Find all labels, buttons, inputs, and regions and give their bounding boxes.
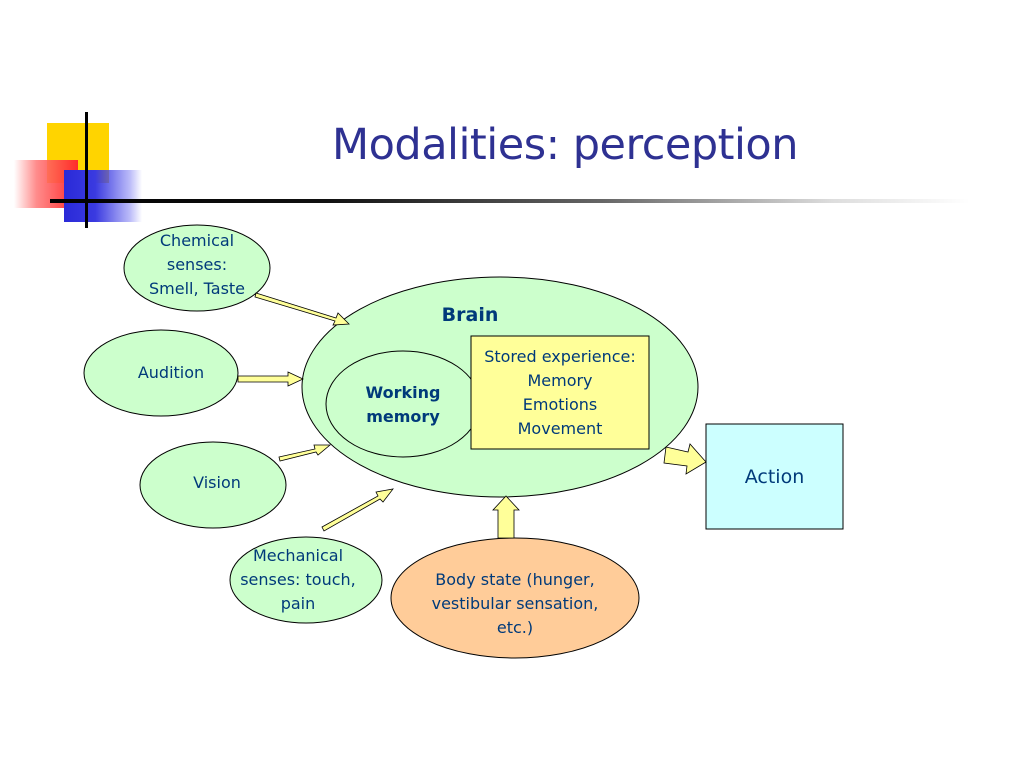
logo-blue-square xyxy=(64,170,142,222)
logo-vertical-line xyxy=(85,112,88,228)
vision-ellipse xyxy=(139,441,287,529)
arrow-body-to-brain xyxy=(492,495,520,539)
mechanical-senses-ellipse xyxy=(229,536,383,624)
arrow-mechanical-to-brain xyxy=(321,488,394,532)
slide-title: Modalities: perception xyxy=(331,120,799,170)
stored-experience-box xyxy=(470,335,650,450)
arrow-chemical-to-brain xyxy=(254,292,350,326)
stored-experience-label: Stored experience: Memory Emotions Movem… xyxy=(484,347,636,438)
action-box xyxy=(705,423,844,530)
arrow-audition-to-brain xyxy=(237,371,304,387)
action-label: Action xyxy=(744,466,805,488)
working-memory-label: Working memory xyxy=(365,383,441,426)
arrow-brain-to-action xyxy=(663,443,707,475)
arrow-vision-to-brain xyxy=(278,444,332,462)
body-state-label: Body state (hunger, vestibular sensation… xyxy=(431,570,599,637)
chemical-senses-label: Chemical senses: Smell, Taste xyxy=(148,231,246,298)
audition-label: Audition xyxy=(137,363,205,382)
mechanical-senses-label: Mechanical senses: touch, pain xyxy=(240,546,356,613)
vision-label: Vision xyxy=(193,473,241,492)
body-state-ellipse xyxy=(390,537,640,659)
chemical-senses-ellipse xyxy=(123,224,271,312)
title-underline xyxy=(50,199,970,203)
brain-label: Brain xyxy=(441,304,499,326)
audition-ellipse xyxy=(83,329,239,417)
